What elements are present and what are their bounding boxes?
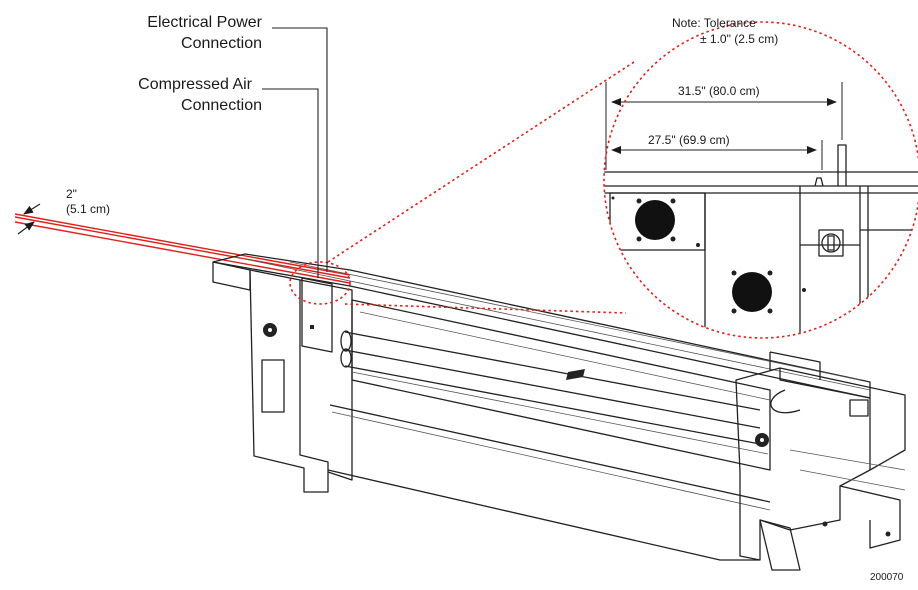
zoom-detail <box>603 21 918 339</box>
power-switch-icon <box>818 229 844 257</box>
dimension-inner-label: 27.5" (69.9 cm) <box>648 133 730 147</box>
dimension-outer-label: 31.5" (80.0 cm) <box>678 84 760 98</box>
access-panel <box>261 359 285 413</box>
tolerance-note-line2: ± 1.0" (2.5 cm) <box>700 32 778 46</box>
electrical-label-line1: Electrical Power <box>147 14 262 31</box>
printer-frame <box>212 253 906 571</box>
clearance-arrows <box>17 203 41 235</box>
figure-id: 200070 <box>870 572 904 583</box>
electrical-label-line2: Connection <box>181 35 262 52</box>
fan-port-1 <box>611 196 700 247</box>
tolerance-note-line1: Note: Tolerance <box>672 16 756 30</box>
clearance-label-line1: 2" <box>66 187 77 201</box>
air-label-line2: Connection <box>181 97 262 114</box>
air-label-line1: Compressed Air <box>138 76 252 93</box>
fan-port-2 <box>731 270 773 314</box>
dimension-lines <box>605 82 843 170</box>
clearance-lines <box>14 213 351 284</box>
clearance-label-line2: (5.1 cm) <box>66 202 110 216</box>
callout-leaders <box>262 27 328 278</box>
zoom-detail-circle <box>603 21 918 339</box>
connection-box <box>301 277 333 353</box>
zoom-source-circle <box>289 261 351 305</box>
